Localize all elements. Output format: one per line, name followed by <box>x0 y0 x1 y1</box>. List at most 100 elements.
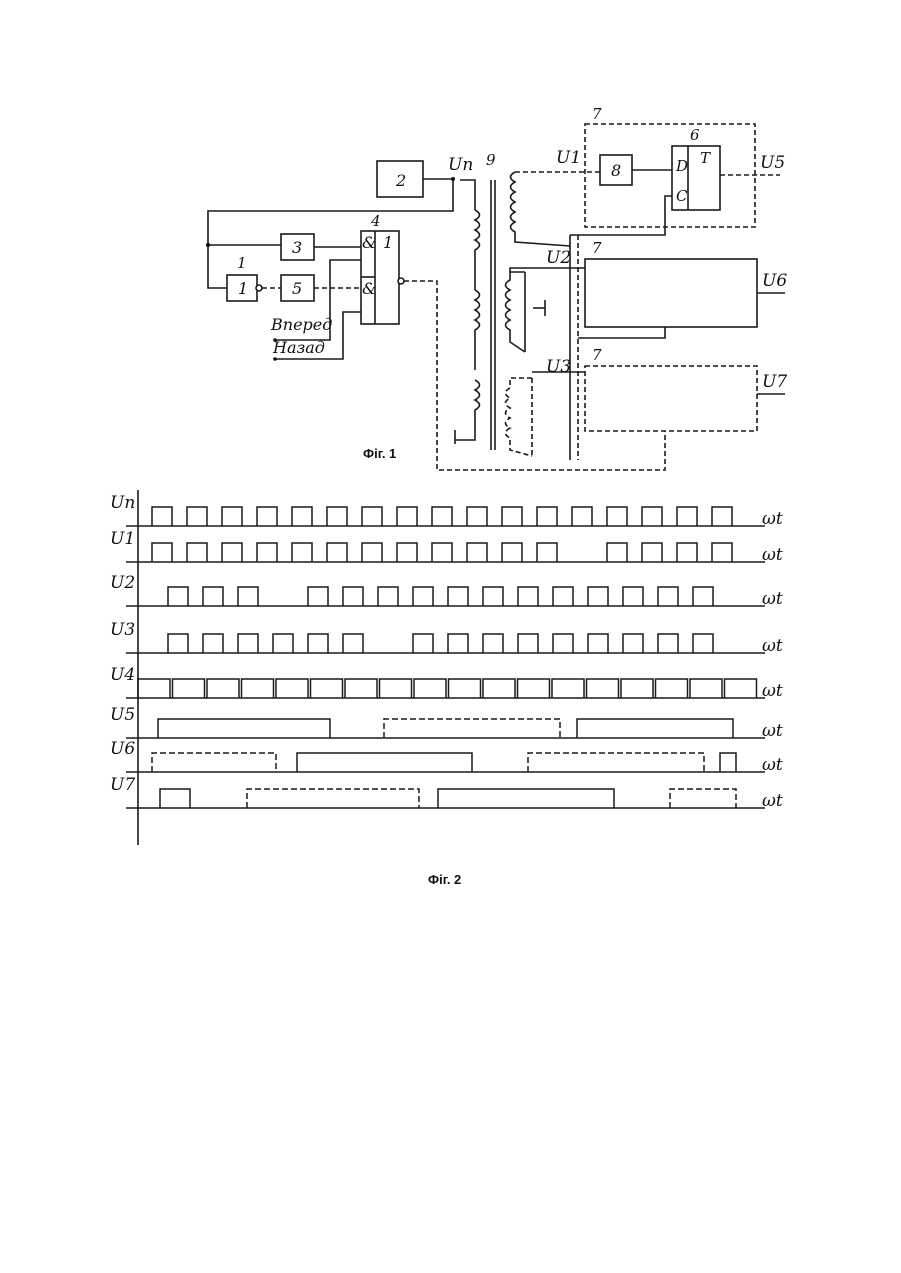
waveform-pulse <box>502 543 522 562</box>
waveform-pulse <box>397 507 417 526</box>
waveform-pulse <box>607 507 627 526</box>
figure-1-caption: Фіг. 1 <box>363 446 396 461</box>
waveform-pulse <box>677 543 697 562</box>
waveform-pulse <box>712 507 732 526</box>
waveform-pulse <box>553 587 573 606</box>
waveform-pulse <box>642 543 662 562</box>
waveform-pulse <box>311 679 343 698</box>
trigger-c-label: C <box>676 187 688 205</box>
waveform-pulse <box>362 507 382 526</box>
back-input-label: Назад <box>272 338 325 357</box>
waveform-pulse <box>152 753 276 772</box>
waveform-row-u7: U7ωt <box>110 775 783 811</box>
waveform-pulse <box>677 507 697 526</box>
waveform-pulse <box>518 587 538 606</box>
waveform-pulse <box>203 587 223 606</box>
waveform-pulse <box>384 719 560 738</box>
signal-u5-label: U5 <box>760 153 785 173</box>
waveform-pulse <box>658 587 678 606</box>
waveform-pulse <box>203 634 223 653</box>
waveform-pulse <box>537 507 557 526</box>
signal-u7-label: U7 <box>762 372 787 392</box>
waveform-pulse <box>623 587 643 606</box>
waveform-axis-label: ωt <box>762 589 783 609</box>
waveform-pulse <box>432 507 452 526</box>
forward-input-label: Вперед <box>270 315 332 334</box>
waveform-pulse <box>222 507 242 526</box>
ref-label-1: 1 <box>237 254 247 272</box>
ref-label-7-mid: 7 <box>592 239 602 257</box>
waveform-pulse <box>467 507 487 526</box>
waveform-pulse <box>693 587 713 606</box>
signal-un-label: Un <box>448 155 473 175</box>
block-8-label: 8 <box>611 161 621 180</box>
waveform-axis-label: ωt <box>762 721 783 741</box>
waveform-pulse <box>588 587 608 606</box>
waveform-pulse <box>276 679 308 698</box>
waveform-pulse <box>327 543 347 562</box>
waveform-axis-label: ωt <box>762 791 783 811</box>
waveform-pulse <box>343 634 363 653</box>
waveform-pulse <box>257 507 277 526</box>
waveform-axis-label: ωt <box>762 545 783 565</box>
block-1-label: 1 <box>238 279 248 298</box>
waveform-pulse <box>449 679 481 698</box>
waveform-label: U1 <box>110 529 135 549</box>
waveform-pulse <box>308 634 328 653</box>
waveform-pulse <box>553 634 573 653</box>
ref-label-4: 4 <box>370 212 381 230</box>
waveform-pulse <box>623 634 643 653</box>
waveform-pulse <box>242 679 274 698</box>
waveform-pulse <box>168 634 188 653</box>
waveform-pulse <box>588 634 608 653</box>
waveform-row-un: Unωt <box>110 493 783 529</box>
waveform-pulse <box>292 543 312 562</box>
waveform-pulse <box>343 587 363 606</box>
waveform-pulse <box>725 679 757 698</box>
waveform-pulse <box>238 634 258 653</box>
waveform-pulse <box>518 679 550 698</box>
waveform-pulse <box>690 679 722 698</box>
block-5-label: 5 <box>292 279 302 298</box>
waveform-pulse <box>607 543 627 562</box>
waveform-label: U5 <box>110 705 135 725</box>
waveform-pulse <box>502 507 522 526</box>
waveform-label: U4 <box>110 665 135 685</box>
waveform-axis-label: ωt <box>762 681 783 701</box>
waveform-pulse <box>187 507 207 526</box>
waveform-pulse <box>397 543 417 562</box>
trigger-d-label: D <box>675 157 688 175</box>
waveform-pulse <box>483 634 503 653</box>
waveform-pulse <box>158 719 330 738</box>
waveform-pulse <box>168 587 188 606</box>
waveform-pulse <box>327 507 347 526</box>
signal-u2-label: U2 <box>546 248 571 268</box>
waveform-pulse <box>642 507 662 526</box>
waveform-pulse <box>273 634 293 653</box>
waveform-pulse <box>467 543 487 562</box>
waveform-pulse <box>483 587 503 606</box>
waveform-pulse <box>572 507 592 526</box>
ref-label-7-bot: 7 <box>592 346 602 364</box>
waveform-pulse <box>552 679 584 698</box>
waveform-pulse <box>308 587 328 606</box>
waveform-pulse <box>378 587 398 606</box>
block-7-bottom <box>585 366 757 431</box>
waveform-axis-label: ωt <box>762 636 783 656</box>
waveform-pulse <box>518 634 538 653</box>
signal-u3-label: U3 <box>546 357 571 377</box>
waveform-pulse <box>670 789 736 808</box>
waveform-pulse <box>207 679 239 698</box>
waveform-axis-label: ωt <box>762 509 783 529</box>
and-gate-bottom-label: & <box>362 279 376 298</box>
waveform-pulse <box>380 679 412 698</box>
figure-2-caption: Фіг. 2 <box>428 872 461 887</box>
waveform-pulse <box>138 679 170 698</box>
timing-diagram: UnωtU1ωtU2ωtU3ωtU4ωtU5ωtU6ωtU7ωt Фіг. 2 <box>110 490 783 887</box>
waveform-pulse <box>537 543 557 562</box>
ref-label-7-top: 7 <box>592 105 602 123</box>
waveform-pulse <box>720 753 736 772</box>
waveform-pulse <box>152 543 172 562</box>
waveform-pulse <box>257 543 277 562</box>
